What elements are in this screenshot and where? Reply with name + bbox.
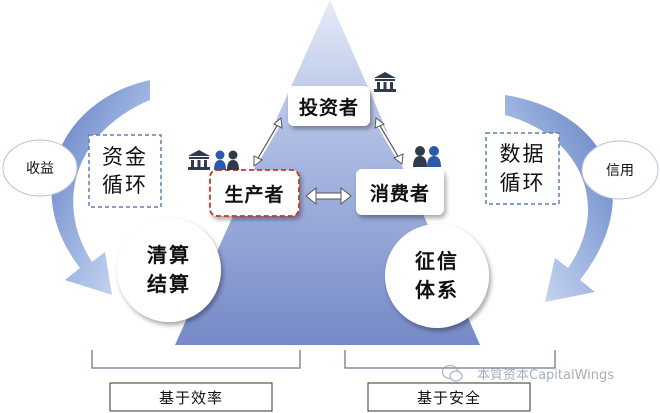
security-box bbox=[367, 382, 531, 412]
investor-box bbox=[288, 86, 370, 126]
people-icon bbox=[214, 150, 239, 170]
left-bracket bbox=[91, 350, 301, 369]
producer-box bbox=[209, 169, 300, 217]
data-cycle-box bbox=[485, 132, 560, 205]
people-icon bbox=[413, 146, 441, 167]
clearing-circle bbox=[117, 218, 221, 322]
left-cycle-arrow bbox=[51, 80, 150, 295]
producer-label: 生产者 bbox=[224, 183, 285, 206]
wechat-icon bbox=[441, 364, 463, 382]
credit-system-circle bbox=[385, 224, 489, 328]
income-ellipse bbox=[2, 139, 78, 197]
watermark-text: 本質资本CapitalWings bbox=[477, 367, 615, 383]
income-label: 收益 bbox=[26, 161, 54, 177]
security-label: 基于安全 bbox=[416, 388, 481, 407]
bank-icon bbox=[374, 72, 396, 92]
credit-system-label: 征信 体系 bbox=[415, 249, 459, 302]
credit-label: 信用 bbox=[606, 163, 634, 179]
capital-cycle-label: 资金 循环 bbox=[102, 144, 148, 197]
investor-label: 投资者 bbox=[298, 96, 359, 119]
right-bracket bbox=[344, 350, 556, 369]
bank-icon bbox=[188, 150, 210, 170]
right-cycle-arrow bbox=[505, 95, 613, 302]
producer-consumer-arrow bbox=[305, 186, 352, 206]
consumer-box bbox=[356, 169, 444, 215]
investor-consumer-arrow bbox=[374, 117, 404, 165]
credit-ellipse bbox=[581, 140, 659, 200]
capital-cycle-box bbox=[88, 134, 162, 208]
consumer-label: 消费者 bbox=[369, 182, 430, 205]
watermark: 本質资本CapitalWings bbox=[452, 361, 652, 385]
data-cycle-label: 数据 循环 bbox=[499, 142, 546, 195]
efficiency-box bbox=[109, 382, 273, 412]
investor-producer-arrow bbox=[253, 116, 283, 167]
clearing-label: 清算 结算 bbox=[147, 243, 191, 296]
efficiency-label: 基于效率 bbox=[158, 388, 223, 407]
